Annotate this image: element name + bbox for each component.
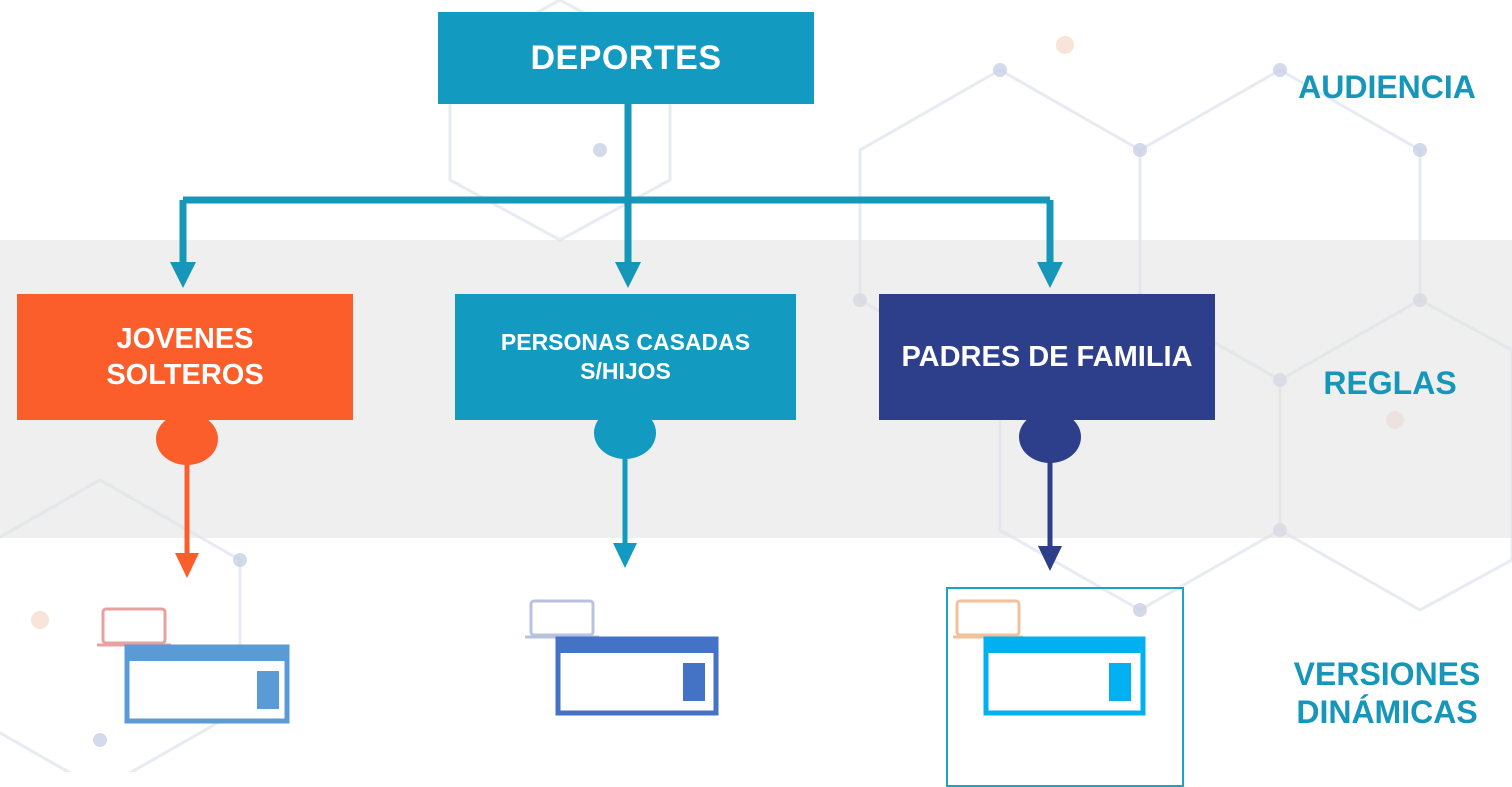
- root-node-deportes: DEPORTES: [438, 12, 814, 104]
- side-label-reglas: REGLAS: [1323, 365, 1457, 401]
- audience-node-padres-de-familia: PADRES DE FAMILIA: [879, 294, 1215, 420]
- audience-node-personas-casadas: PERSONAS CASADAS S/HIJOS: [455, 294, 796, 420]
- audience-node-label: JOVENES SOLTEROS: [106, 322, 264, 391]
- device-version-3-icon: [953, 599, 1146, 716]
- side-label-audiencia: AUDIENCIA: [1298, 69, 1476, 105]
- root-node-label: DEPORTES: [530, 38, 722, 77]
- device-version-1-icon: [97, 607, 290, 724]
- device-version-2-icon: [525, 599, 719, 716]
- side-label-versiones: VERSIONES DINÁMICAS: [1293, 656, 1481, 731]
- audience-node-jovenes-solteros: JOVENES SOLTEROS: [17, 294, 353, 420]
- audience-node-label: PERSONAS CASADAS S/HIJOS: [500, 329, 751, 384]
- audience-node-label: PADRES DE FAMILIA: [901, 340, 1193, 373]
